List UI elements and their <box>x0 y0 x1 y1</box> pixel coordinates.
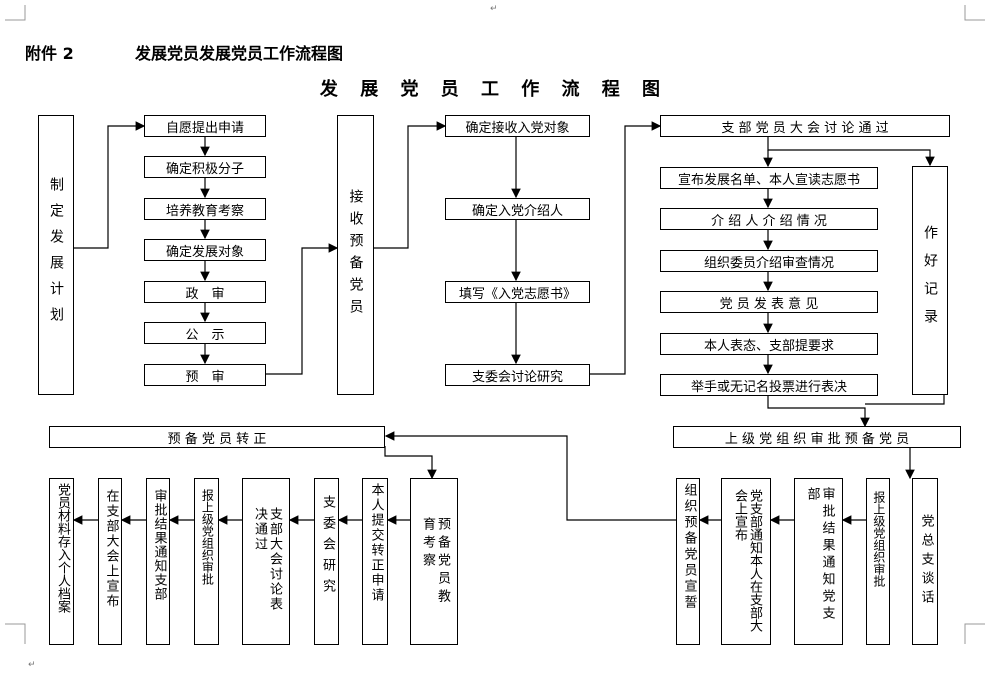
step-statement: 本人表态、支部提要求 <box>660 333 878 355</box>
conversion-title-box: 预 备 党 员 转 正 <box>49 426 385 448</box>
approval-step-report: 报上级党组织审批 <box>866 478 890 645</box>
record-box: 作好记录 <box>912 166 948 395</box>
plan-stage-label: 制定发展计划 <box>48 177 65 333</box>
step-committee-discussion: 支委会讨论研究 <box>445 364 590 386</box>
approval-step-notify-text: 审批结果通知党支部 <box>804 486 835 623</box>
diagram-title: 发 展 党 员 工 作 流 程 图 <box>319 79 669 100</box>
approval-step-branch: 党支部通知本人在支部大会上宣布 <box>721 478 771 645</box>
approval-step-oath: 组织预备党员宣誓 <box>676 478 700 645</box>
approval-step-talk: 党总支谈话 <box>912 478 938 645</box>
conversion-step-vote-text: 支部大会讨论表决通过 <box>252 506 282 612</box>
step-introducer-report: 介 绍 人 介 绍 情 况 <box>660 208 878 230</box>
header-title: 发展党员发展党员工作流程图 <box>135 44 344 63</box>
record-label: 作好记录 <box>922 224 939 337</box>
conversion-step-inspect-text: 预备党员教育考察 <box>420 516 450 607</box>
conversion-step-announce: 在支部大会上宣布 <box>98 478 122 645</box>
conversion-step-committee-text: 支委会研究 <box>319 495 335 600</box>
paragraph-mark-bottom: ↵ <box>28 660 36 670</box>
step-vote: 举手或无记名投票进行表决 <box>660 374 878 396</box>
annex-label: 附件 2 <box>25 44 74 63</box>
approval-step-report-text: 报上级党组织审批 <box>871 491 886 587</box>
approval-step-talk-text: 党总支谈话 <box>918 514 934 609</box>
conversion-step-report: 报上级党组织审批 <box>194 478 219 645</box>
receive-stage-label: 接收预备党员 <box>347 189 364 321</box>
step-training: 培养教育考察 <box>144 198 266 220</box>
approval-step-oath-text: 组织预备党员宣誓 <box>681 483 697 611</box>
approval-title-box: 上 级 党 组 织 审 批 预 备 党 员 <box>673 426 961 448</box>
conversion-step-archive: 党员材料存入个人档案 <box>49 478 74 645</box>
approval-step-notify: 审批结果通知党支部 <box>794 478 843 645</box>
conversion-step-announce-text: 在支部大会上宣布 <box>103 489 119 609</box>
conversion-step-inspect: 预备党员教育考察 <box>410 478 458 645</box>
step-apply: 自愿提出申请 <box>144 115 266 137</box>
conversion-step-archive-text: 党员材料存入个人档案 <box>54 483 70 613</box>
conversion-step-committee: 支委会研究 <box>314 478 339 645</box>
step-candidate: 确定发展对象 <box>144 239 266 261</box>
approval-step-branch-text: 党支部通知本人在支部大会上宣布 <box>732 489 762 632</box>
conversion-step-report-text: 报上级党组织审批 <box>200 489 215 585</box>
step-confirm-target: 确定接收入党对象 <box>445 115 590 137</box>
step-application-form: 填写《入党志愿书》 <box>445 281 590 303</box>
step-activist: 确定积极分子 <box>144 156 266 178</box>
conversion-step-apply: 本人提交转正申请 <box>362 478 388 645</box>
step-announce: 宣布发展名单、本人宣读志愿书 <box>660 167 878 189</box>
step-pre-review: 预 审 <box>144 364 266 386</box>
step-opinions: 党 员 发 表 意 见 <box>660 291 878 313</box>
conversion-step-notify: 审批结果通知支部 <box>146 478 170 645</box>
step-introducer: 确定入党介绍人 <box>445 198 590 220</box>
plan-stage-box: 制定发展计划 <box>38 115 74 395</box>
conversion-step-vote: 支部大会讨论表决通过 <box>242 478 290 645</box>
conversion-step-apply-text: 本人提交转正申请 <box>368 483 384 603</box>
step-publicity: 公 示 <box>144 322 266 344</box>
paragraph-mark: ↵ <box>490 4 498 14</box>
step-political-review: 政 审 <box>144 281 266 303</box>
general-meeting-box: 支 部 党 员 大 会 讨 论 通 过 <box>660 115 950 137</box>
step-committee-report: 组织委员介绍审查情况 <box>660 250 878 272</box>
receive-stage-box: 接收预备党员 <box>337 115 374 395</box>
conversion-step-notify-text: 审批结果通知支部 <box>151 489 167 601</box>
